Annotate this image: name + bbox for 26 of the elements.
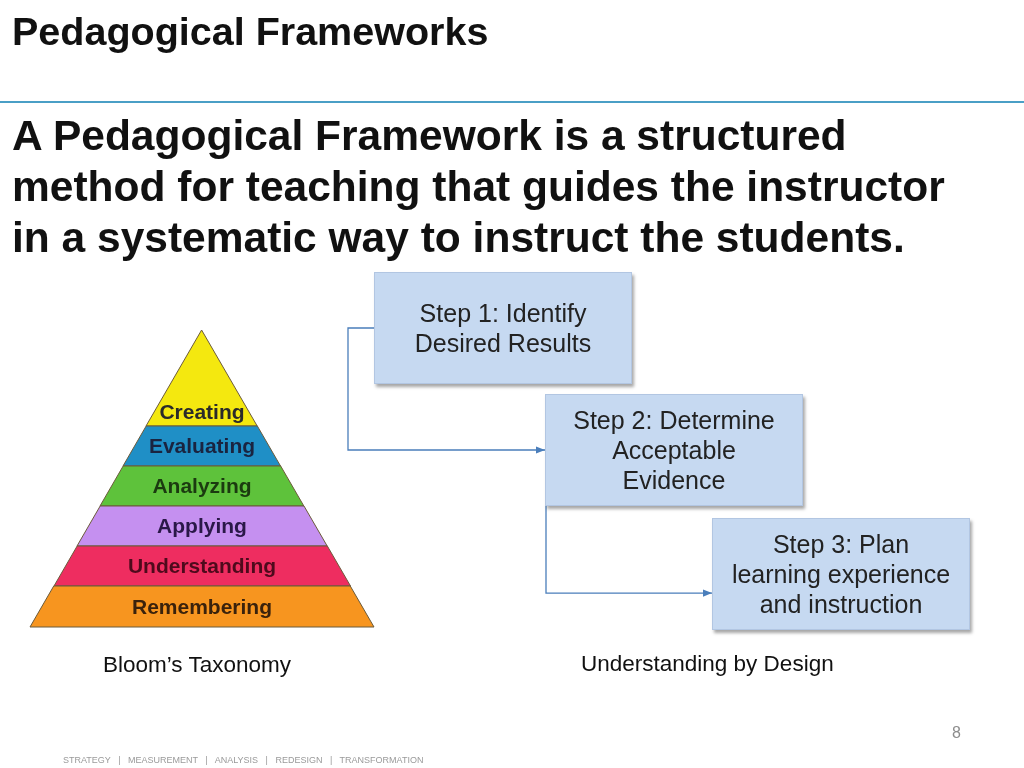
step-text: Step 2: Determine Acceptable Evidence [572,405,776,495]
band-label: Remembering [132,594,272,619]
caption-text: Understanding by Design [581,651,834,677]
step-text: Step 1: Identify Desired Results [413,298,593,358]
band-label: Creating [159,400,245,424]
step-text: Step 3: Plan learning experience and instruction [730,529,952,619]
pyramid-band [123,426,281,466]
band-label: Applying [157,514,247,538]
pyramid-band [76,506,328,546]
pyramid-band [146,330,258,426]
connector-arrow [545,505,713,597]
process-box [374,272,632,384]
pyramid-band [53,546,351,586]
band-label: Understanding [127,554,277,578]
caption-text: Bloom’s Taxonomy [103,652,291,678]
pyramid-band [100,466,304,506]
page-number: 8 [952,724,961,742]
process-box [545,394,803,506]
pyramid-band [30,586,374,627]
definition-text: A Pedagogical Framework is a structured method for teaching that guides the instructor in a systematic way to instruct the students. [12,111,946,263]
slide-title: Pedagogical Frameworks [12,12,489,52]
footer-text: STRATEGY | MEASUREMENT | ANALYSIS | REDESIGN | TRANSFORMATION [63,755,424,766]
band-label: Evaluating [148,434,256,458]
process-box [712,518,970,630]
band-label: Analyzing [152,474,252,498]
connector-arrow [347,327,546,454]
